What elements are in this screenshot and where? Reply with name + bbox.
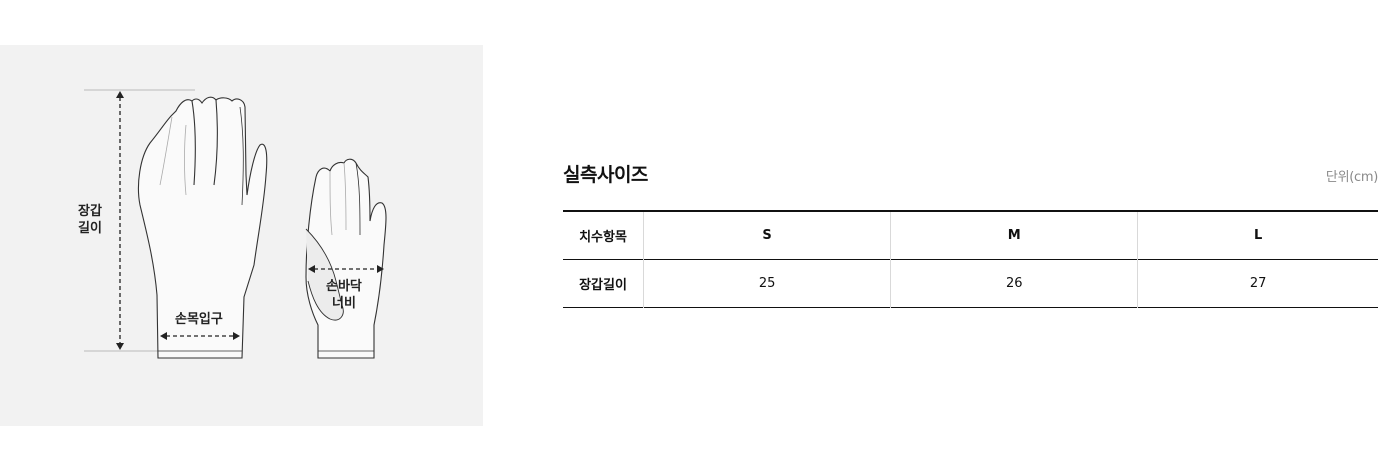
- palm-width-label-line1: 손바닥: [326, 279, 362, 294]
- table-header-row: 치수항목 S M L: [563, 211, 1378, 259]
- palm-arrow-head-right: [377, 265, 384, 273]
- palm-arrow-head-left: [308, 265, 315, 273]
- glove-measurement-diagram: [84, 89, 387, 359]
- header-label: 치수항목: [579, 229, 627, 245]
- size-chart-title: 실측사이즈: [563, 164, 648, 186]
- glove-diagram-panel: 장갑 길이 손목입구 손바닥 너비: [0, 45, 483, 426]
- header-size-m: M: [890, 211, 1138, 259]
- small-glove-outline: [305, 158, 387, 359]
- row-label: 장갑길이: [579, 277, 627, 293]
- glove-length-label-line1: 장갑: [78, 204, 102, 219]
- header-size-l: L: [1137, 211, 1378, 259]
- unit-label: 단위(cm): [1325, 170, 1378, 185]
- wrist-arrow-head-left: [160, 332, 167, 340]
- palm-width-label-line2: 너비: [331, 296, 356, 311]
- cell-value-l: 27: [1137, 259, 1378, 307]
- length-arrow-head-bottom: [116, 343, 124, 350]
- wrist-opening-label: 손목입구: [175, 312, 223, 327]
- palm-width-label: 손바닥 너비: [326, 278, 362, 312]
- length-arrow-head-top: [116, 91, 124, 98]
- cell-value-s: 25: [642, 259, 891, 307]
- cell-value-m: 26: [890, 259, 1138, 307]
- large-glove-outline: [137, 96, 268, 359]
- header-size-s: S: [642, 211, 891, 259]
- glove-length-label: 장갑 길이: [78, 203, 102, 237]
- glove-length-label-line2: 길이: [78, 221, 102, 236]
- wrist-arrow-head-right: [233, 332, 240, 340]
- table-row: 장갑길이 25 26 27: [563, 259, 1378, 307]
- size-table: 치수항목 S M L 장갑길이 25 26 27: [563, 210, 1378, 308]
